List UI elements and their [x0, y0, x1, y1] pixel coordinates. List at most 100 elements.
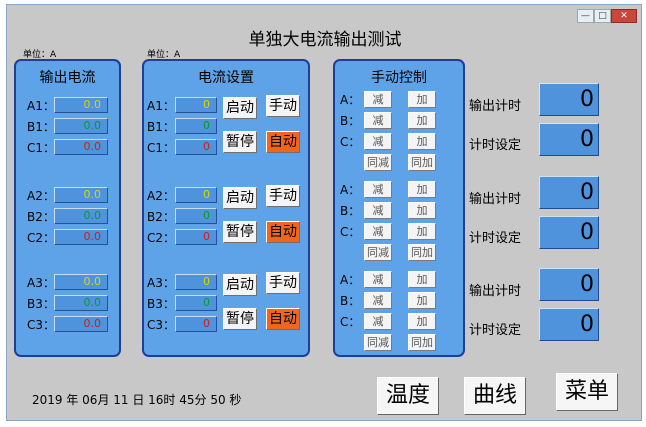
pause-button[interactable]: 暂停: [223, 221, 257, 243]
output-current-value: 0.0: [54, 229, 108, 245]
unit-label-settings: 单位：A: [147, 50, 181, 60]
decrease-button[interactable]: 减: [364, 133, 392, 150]
output-timer-value: 0: [539, 176, 599, 209]
increase-button[interactable]: 加: [408, 223, 436, 240]
current-setting-input[interactable]: 0: [175, 139, 217, 155]
manual-button[interactable]: 手动: [266, 95, 300, 117]
auto-button[interactable]: 自动: [266, 131, 300, 153]
increase-button[interactable]: 加: [408, 112, 436, 129]
phase-label: A3：: [27, 276, 55, 290]
phase-label: A2：: [147, 189, 175, 203]
current-setting-input[interactable]: 0: [175, 316, 217, 332]
output-timer-label: 输出计时: [469, 99, 522, 114]
pause-button[interactable]: 暂停: [223, 308, 257, 330]
manual-button[interactable]: 手动: [266, 272, 300, 294]
output-timer-label: 输出计时: [469, 284, 522, 299]
output-current-value: 0.0: [54, 187, 108, 203]
phase-label: B3：: [147, 297, 175, 311]
timer-setting-input[interactable]: 0: [539, 216, 599, 249]
current-setting-input[interactable]: 0: [175, 118, 217, 134]
phase-label: C：: [340, 135, 361, 149]
increase-button[interactable]: 加: [408, 313, 436, 330]
start-button[interactable]: 启动: [223, 187, 257, 209]
maximize-button[interactable]: □: [594, 9, 611, 23]
datetime-display: 2019 年 06月 11 日 16时 45分 50 秒: [32, 393, 242, 407]
output-timer-label: 输出计时: [469, 192, 522, 207]
timer-setting-input[interactable]: 0: [539, 308, 599, 341]
increase-button[interactable]: 加: [408, 181, 436, 198]
phase-label: C3：: [27, 318, 56, 332]
current-setting-input[interactable]: 0: [175, 208, 217, 224]
close-button[interactable]: ✕: [611, 9, 637, 23]
phase-label: A：: [340, 93, 361, 107]
phase-label: B2：: [27, 210, 55, 224]
phase-label: C1：: [27, 141, 56, 155]
auto-button[interactable]: 自动: [266, 308, 300, 330]
decrease-button[interactable]: 减: [364, 223, 392, 240]
decrease-button[interactable]: 减: [364, 202, 392, 219]
start-button[interactable]: 启动: [223, 274, 257, 296]
phase-label: C2：: [147, 231, 176, 245]
phase-label: B1：: [27, 120, 55, 134]
page-title: 单独大电流输出测试: [248, 30, 402, 50]
phase-label: B2：: [147, 210, 175, 224]
phase-label: C2：: [27, 231, 56, 245]
decrease-button[interactable]: 减: [364, 313, 392, 330]
current-setting-input[interactable]: 0: [175, 229, 217, 245]
output-current-title: 输出电流: [39, 70, 96, 86]
increase-button[interactable]: 加: [408, 202, 436, 219]
phase-label: A3：: [147, 276, 175, 290]
phase-label: B：: [340, 114, 361, 128]
decrease-button[interactable]: 减: [364, 91, 392, 108]
phase-label: C：: [340, 315, 361, 329]
output-current-value: 0.0: [54, 139, 108, 155]
auto-button[interactable]: 自动: [266, 221, 300, 243]
phase-label: A：: [340, 183, 361, 197]
timer-setting-label: 计时设定: [469, 231, 522, 246]
menu-button[interactable]: 菜单: [556, 373, 618, 411]
output-timer-value: 0: [539, 83, 599, 116]
increase-all-button[interactable]: 同加: [408, 244, 436, 261]
current-setting-input[interactable]: 0: [175, 295, 217, 311]
current-setting-input[interactable]: 0: [175, 274, 217, 290]
manual-button[interactable]: 手动: [266, 185, 300, 207]
decrease-all-button[interactable]: 同减: [364, 244, 392, 261]
decrease-button[interactable]: 减: [364, 112, 392, 129]
phase-label: C3：: [147, 318, 176, 332]
output-current-value: 0.0: [54, 208, 108, 224]
curve-button[interactable]: 曲线: [464, 377, 526, 415]
increase-button[interactable]: 加: [408, 271, 436, 288]
phase-label: A：: [340, 273, 361, 287]
output-current-value: 0.0: [54, 316, 108, 332]
start-button[interactable]: 启动: [223, 97, 257, 119]
decrease-button[interactable]: 减: [364, 271, 392, 288]
phase-label: A1：: [147, 99, 175, 113]
temperature-button[interactable]: 温度: [377, 377, 439, 415]
timer-setting-input[interactable]: 0: [539, 123, 599, 156]
output-current-value: 0.0: [54, 97, 108, 113]
output-current-value: 0.0: [54, 295, 108, 311]
decrease-all-button[interactable]: 同减: [364, 154, 392, 171]
current-setting-input[interactable]: 0: [175, 187, 217, 203]
output-current-value: 0.0: [54, 274, 108, 290]
increase-button[interactable]: 加: [408, 133, 436, 150]
decrease-all-button[interactable]: 同减: [364, 334, 392, 351]
decrease-button[interactable]: 减: [364, 292, 392, 309]
minimize-button[interactable]: —: [577, 9, 594, 23]
timer-setting-label: 计时设定: [469, 138, 522, 153]
timer-setting-label: 计时设定: [469, 323, 522, 338]
increase-button[interactable]: 加: [408, 292, 436, 309]
increase-all-button[interactable]: 同加: [408, 334, 436, 351]
unit-label-output: 单位：A: [23, 50, 57, 60]
increase-button[interactable]: 加: [408, 91, 436, 108]
decrease-button[interactable]: 减: [364, 181, 392, 198]
phase-label: A2：: [27, 189, 55, 203]
phase-label: B3：: [27, 297, 55, 311]
current-setting-input[interactable]: 0: [175, 97, 217, 113]
phase-label: C：: [340, 225, 361, 239]
pause-button[interactable]: 暂停: [223, 131, 257, 153]
increase-all-button[interactable]: 同加: [408, 154, 436, 171]
output-timer-value: 0: [539, 268, 599, 301]
